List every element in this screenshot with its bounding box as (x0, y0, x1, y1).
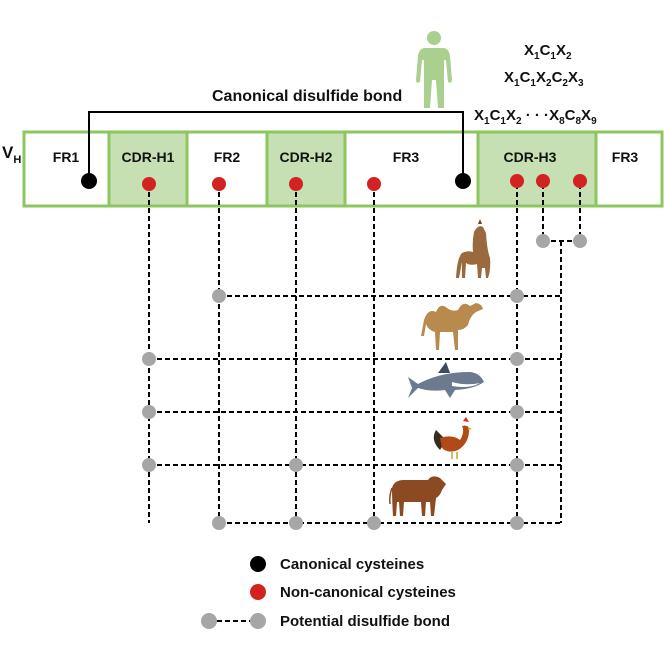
noncanonical-cysteine (212, 177, 226, 191)
motif-sequences: X1C1X2 X1C1X2C2X3 X1C1X2 · · ·X8C8X9 (474, 42, 597, 127)
potential-bond-node (212, 516, 226, 530)
potential-bond-node (289, 516, 303, 530)
noncanonical-cysteine (142, 177, 156, 191)
segment-label: CDR-H3 (504, 149, 557, 165)
segment-fr3-box (343, 130, 480, 208)
noncanonical-cysteine (289, 177, 303, 191)
chicken-icon (433, 417, 472, 459)
segment-label: CDR-H1 (122, 149, 175, 165)
vh-domain-segments: FR1 CDR-H1 FR2 CDR-H2 FR3 CDR-H3 FR3 (22, 130, 664, 208)
legend-canonical-swatch (250, 556, 266, 572)
potential-bond-node (510, 405, 524, 419)
cysteines (81, 173, 587, 191)
potential-bond-node (142, 458, 156, 472)
motif-2: X1C1X2C2X3 (504, 69, 584, 89)
shark-icon (408, 362, 484, 398)
legend-canonical-label: Canonical cysteines (280, 556, 424, 573)
segment-label: FR3 (612, 149, 639, 165)
vh-label: VH (2, 143, 21, 166)
potential-bond-node (142, 405, 156, 419)
potential-bond-node (573, 234, 587, 248)
noncanonical-cysteine (536, 174, 550, 188)
motif-1: X1C1X2 (524, 42, 572, 62)
legend-potential-swatch (201, 613, 217, 629)
legend-potential-label: Potential disulfide bond (280, 613, 450, 630)
segment-fr1-box (22, 130, 111, 208)
potential-bond-network (142, 184, 587, 530)
motif-3: X1C1X2 · · ·X8C8X9 (474, 107, 597, 127)
potential-bond-node (367, 516, 381, 530)
segment-label: FR3 (393, 149, 420, 165)
potential-bond-node (289, 458, 303, 472)
legend: Canonical cysteines Non-canonical cystei… (201, 556, 456, 630)
segment-label: FR1 (53, 149, 80, 165)
potential-bond-node (510, 458, 524, 472)
legend-noncanonical-swatch (250, 584, 266, 600)
segment-cdr-h3-box (476, 130, 598, 208)
canonical-cysteine (81, 173, 97, 189)
camel-icon (421, 303, 483, 350)
segment-cdr-h2-box (265, 130, 347, 208)
legend-noncanonical-label: Non-canonical cysteines (280, 584, 456, 601)
potential-bond-node (536, 234, 550, 248)
segment-label: FR2 (214, 149, 241, 165)
potential-bond-node (510, 352, 524, 366)
segment-label: CDR-H2 (280, 149, 333, 165)
potential-bond-node (142, 352, 156, 366)
noncanonical-cysteine (510, 174, 524, 188)
legend-potential-swatch (250, 613, 266, 629)
alpaca-icon (456, 219, 491, 278)
potential-bond-node (510, 289, 524, 303)
segment-fr2-box (185, 130, 269, 208)
human-icon (416, 31, 452, 108)
potential-bond-node (212, 289, 226, 303)
noncanonical-cysteine (367, 177, 381, 191)
segment-fr3-end-box (594, 130, 664, 208)
cow-icon (389, 476, 446, 516)
canonical-cysteine (455, 173, 471, 189)
potential-bond-node (510, 516, 524, 530)
canonical-bond-title: Canonical disulfide bond (212, 88, 402, 105)
noncanonical-cysteine (573, 174, 587, 188)
canonical-bond-bracket (88, 111, 464, 181)
